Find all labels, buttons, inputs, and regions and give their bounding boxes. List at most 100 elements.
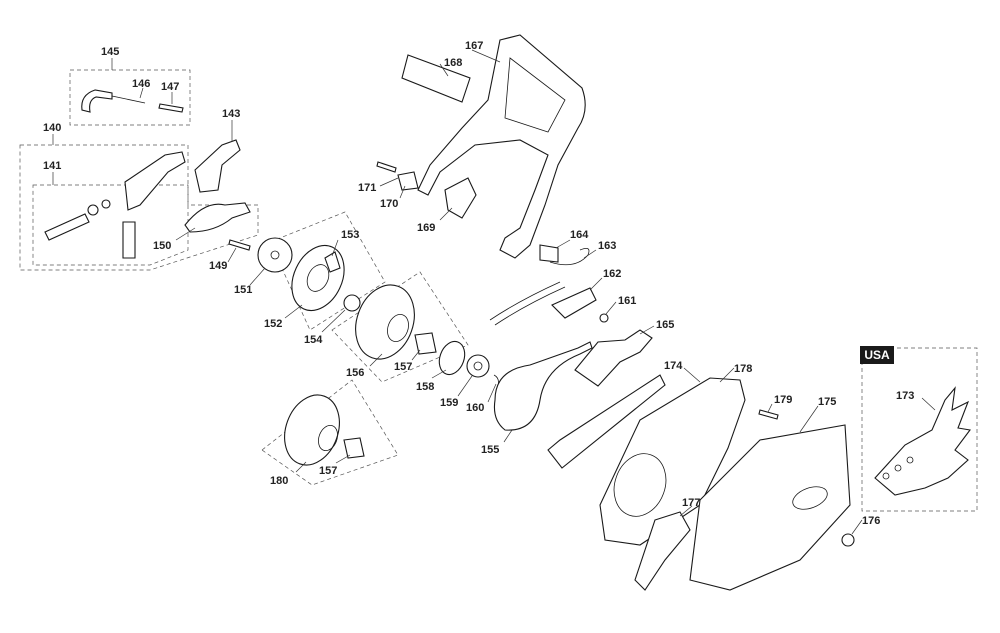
leader-158 xyxy=(431,369,447,379)
leader-170 xyxy=(399,185,406,199)
leader-173 xyxy=(921,397,936,411)
chain-brake-handle-167 xyxy=(417,34,586,259)
spike-hole-1 xyxy=(882,472,890,480)
callout-141: 141 xyxy=(43,160,61,172)
leader-152 xyxy=(284,304,303,319)
callout-155: 155 xyxy=(481,444,499,456)
callout-163: 163 xyxy=(598,240,616,252)
leader-146 xyxy=(139,87,144,99)
brake-link-164 xyxy=(539,244,559,263)
washer-161 xyxy=(599,313,609,323)
leader-168 xyxy=(439,63,449,77)
callout-173: 173 xyxy=(896,390,914,402)
callout-149: 149 xyxy=(209,260,227,272)
spring-146 xyxy=(111,95,146,104)
brake-spring xyxy=(489,281,566,326)
callout-140: 140 xyxy=(43,122,61,134)
brake-band-assembly xyxy=(493,329,666,469)
screw-147 xyxy=(158,103,184,113)
leader-156 xyxy=(369,353,383,367)
callout-164: 164 xyxy=(570,229,589,241)
cover-opening xyxy=(613,453,667,517)
leader-157b xyxy=(335,454,351,464)
brake-lever-162 xyxy=(551,287,597,319)
clutch-drums xyxy=(284,284,499,466)
screw-171 xyxy=(376,161,397,173)
leader-162 xyxy=(589,277,603,291)
group-box-140 xyxy=(19,144,259,271)
washer-hole xyxy=(270,250,280,260)
leader-153 xyxy=(331,239,339,257)
callout-165: 165 xyxy=(656,319,674,331)
group-box-usa xyxy=(861,347,978,512)
leader-180 xyxy=(295,461,307,473)
needle-bearing-157 xyxy=(414,332,437,355)
leader-175 xyxy=(799,405,819,433)
sprocket-cover-175 xyxy=(689,424,851,591)
spike-hole-2 xyxy=(894,464,902,472)
clutch-drum-180 xyxy=(284,394,340,466)
chain-catcher-strip xyxy=(547,374,666,469)
callout-158: 158 xyxy=(416,381,434,393)
callout-180: 180 xyxy=(270,475,288,487)
screw-179 xyxy=(758,409,779,420)
leader-163 xyxy=(583,249,597,259)
oil-hose-fitting-145 xyxy=(81,89,113,113)
callout-178: 178 xyxy=(734,363,752,375)
leader-165 xyxy=(639,325,655,335)
chain-brake-cover-174 xyxy=(599,377,746,546)
callout-175: 175 xyxy=(818,396,836,408)
bucking-spike-173 xyxy=(874,386,971,496)
leader-lines xyxy=(52,49,936,535)
leader-157a xyxy=(411,349,421,361)
leader-164 xyxy=(555,239,571,249)
chain-guide-165 xyxy=(574,329,653,387)
tensioner-177 xyxy=(634,511,691,591)
brake-band-155 xyxy=(493,341,593,431)
oil-pump-lever-143 xyxy=(194,139,241,193)
callout-161: 161 xyxy=(618,295,636,307)
hand-guard-window xyxy=(504,57,566,133)
leader-179 xyxy=(767,403,773,413)
leader-174 xyxy=(683,367,701,383)
usa-spike-assembly: USA xyxy=(860,346,971,496)
callout-152: 152 xyxy=(264,318,282,330)
callout-177: 177 xyxy=(682,497,700,509)
leader-177 xyxy=(679,505,693,517)
callout-150: 150 xyxy=(153,240,171,252)
leader-176 xyxy=(851,519,863,535)
washer-159-hole xyxy=(473,361,483,371)
callout-153: 153 xyxy=(341,229,359,241)
callout-176: 176 xyxy=(862,515,880,527)
leader-150 xyxy=(175,227,196,241)
callout-162: 162 xyxy=(603,268,621,280)
callout-179: 179 xyxy=(774,394,792,406)
hand-guard-assembly xyxy=(376,34,609,326)
clutch-drum-156 xyxy=(355,284,415,360)
nut-176 xyxy=(841,533,855,547)
leader-171 xyxy=(379,177,399,187)
callout-159: 159 xyxy=(440,397,458,409)
washer-159 xyxy=(466,354,490,378)
clutch-spring-153 xyxy=(324,251,341,273)
oil-pump-assembly xyxy=(44,89,251,259)
drum-180-sprocket xyxy=(318,425,338,451)
leader-155 xyxy=(503,429,513,443)
callout-147: 147 xyxy=(161,81,179,93)
screw-149 xyxy=(228,239,251,251)
rim-sprocket-158 xyxy=(438,340,466,376)
callout-170: 170 xyxy=(380,198,398,210)
callout-169: 169 xyxy=(417,222,435,234)
clutch-152 xyxy=(291,245,345,311)
callout-labels: 145 146 147 140 141 143 150 149 151 153 … xyxy=(43,40,914,527)
pump-worm-shaft xyxy=(44,213,90,241)
leader-149 xyxy=(227,247,237,263)
brake-lever-169 xyxy=(444,177,477,219)
drum-sprocket xyxy=(387,314,409,342)
pump-washer xyxy=(87,204,99,216)
group-box-141 xyxy=(32,184,189,266)
callout-146: 146 xyxy=(132,78,150,90)
leader-159 xyxy=(457,375,473,397)
pump-spring-plunger xyxy=(122,221,136,259)
